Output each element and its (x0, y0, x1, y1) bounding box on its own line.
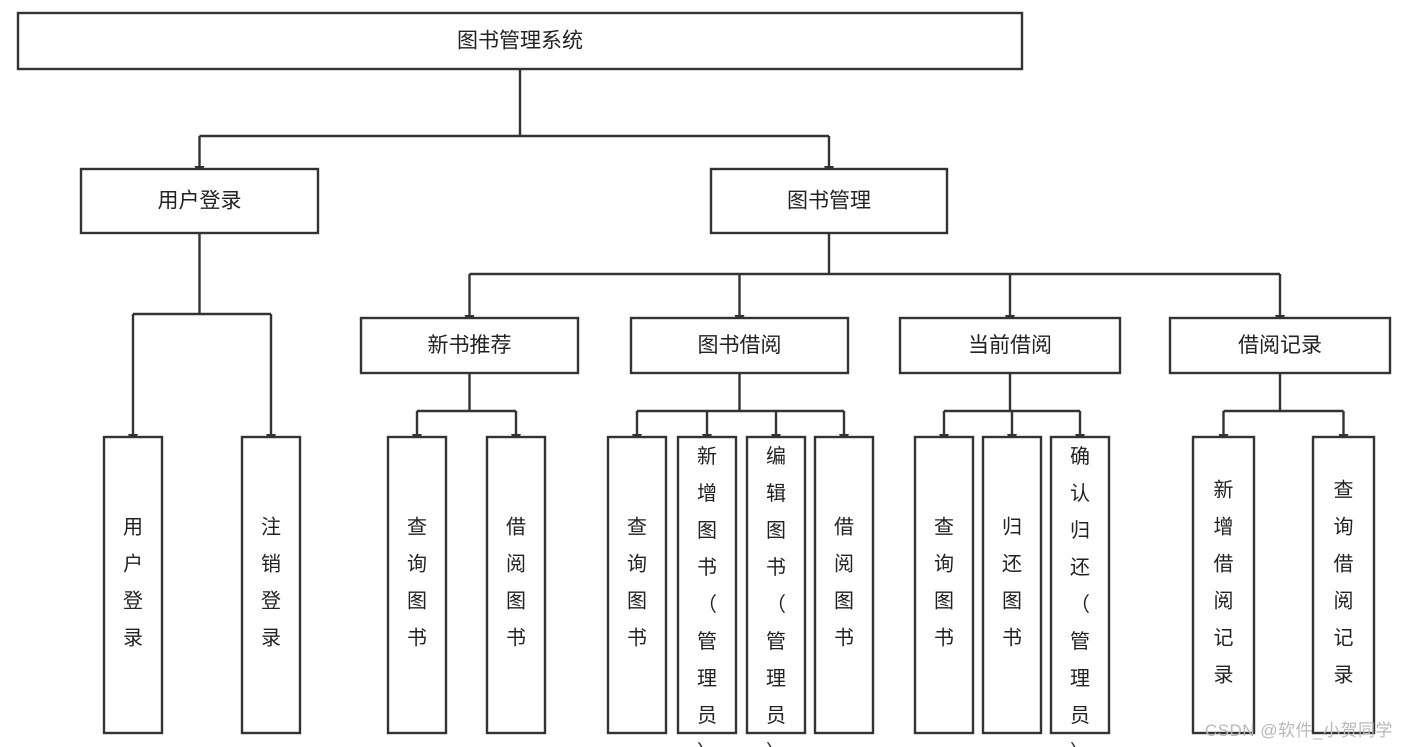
node-book-manage[interactable]: 图书管理 (709, 167, 949, 235)
node-leaf-user-login[interactable]: 用户登录 (102, 435, 164, 735)
watermark-label: CSDN @软件_小贺同学 (1204, 721, 1393, 740)
node-book-manage-label: 图书管理 (787, 190, 871, 213)
node-boxes: 图书管理系统用户登录图书管理新书推荐图书借阅当前借阅借阅记录用户登录注销登录查询… (16, 11, 1392, 747)
node-leaf-borrow-book-1-label: 借阅图书 (506, 516, 526, 650)
node-user-login[interactable]: 用户登录 (79, 167, 320, 235)
node-leaf-return-book[interactable]: 归还图书 (981, 435, 1043, 735)
node-leaf-add-record[interactable]: 新增借阅记录 (1191, 435, 1256, 735)
node-borrow-record-label: 借阅记录 (1238, 334, 1322, 357)
node-leaf-borrow-book-2[interactable]: 借阅图书 (813, 435, 875, 735)
node-leaf-add-record-label: 新增借阅记录 (1214, 479, 1234, 687)
node-leaf-confirm-return[interactable]: 确认归还（管理员） (1049, 435, 1111, 747)
node-leaf-query-book-1-label: 查询图书 (407, 516, 427, 650)
node-user-login-label: 用户登录 (158, 190, 242, 213)
node-leaf-query-book-3-label: 查询图书 (934, 516, 954, 650)
node-leaf-query-book-3[interactable]: 查询图书 (913, 435, 975, 735)
node-leaf-add-book-label: 新增图书（管理员） (697, 445, 717, 747)
node-leaf-query-record-label: 查询借阅记录 (1334, 479, 1354, 687)
connector-lines (128, 69, 1349, 445)
node-leaf-user-login-label: 用户登录 (123, 517, 143, 650)
node-new-book-recommend[interactable]: 新书推荐 (359, 316, 580, 375)
node-leaf-borrow-book-2-label: 借阅图书 (834, 516, 854, 650)
node-leaf-logout-login[interactable]: 注销登录 (240, 435, 302, 735)
node-borrow-record[interactable]: 借阅记录 (1168, 316, 1392, 375)
node-leaf-query-book-2-label: 查询图书 (627, 516, 647, 650)
node-leaf-edit-book-label: 编辑图书（管理员） (766, 445, 786, 747)
node-leaf-edit-book[interactable]: 编辑图书（管理员） (745, 435, 807, 747)
node-leaf-query-record[interactable]: 查询借阅记录 (1311, 435, 1376, 735)
node-leaf-confirm-return-label: 确认归还（管理员） (1070, 445, 1090, 747)
node-book-borrow-label: 图书借阅 (698, 334, 782, 357)
node-leaf-return-book-label: 归还图书 (1002, 516, 1022, 650)
node-leaf-query-book-2[interactable]: 查询图书 (606, 435, 668, 735)
node-leaf-logout-login-label: 注销登录 (261, 516, 281, 650)
node-leaf-query-book-1[interactable]: 查询图书 (386, 435, 448, 735)
node-current-borrow-label: 当前借阅 (968, 334, 1052, 357)
node-root-label: 图书管理系统 (457, 30, 583, 53)
node-leaf-add-book[interactable]: 新增图书（管理员） (676, 435, 738, 747)
node-current-borrow[interactable]: 当前借阅 (898, 316, 1122, 375)
node-new-book-recommend-label: 新书推荐 (428, 334, 512, 357)
node-root[interactable]: 图书管理系统 (16, 11, 1024, 71)
node-leaf-borrow-book-1[interactable]: 借阅图书 (485, 435, 547, 735)
node-book-borrow[interactable]: 图书借阅 (629, 316, 850, 375)
